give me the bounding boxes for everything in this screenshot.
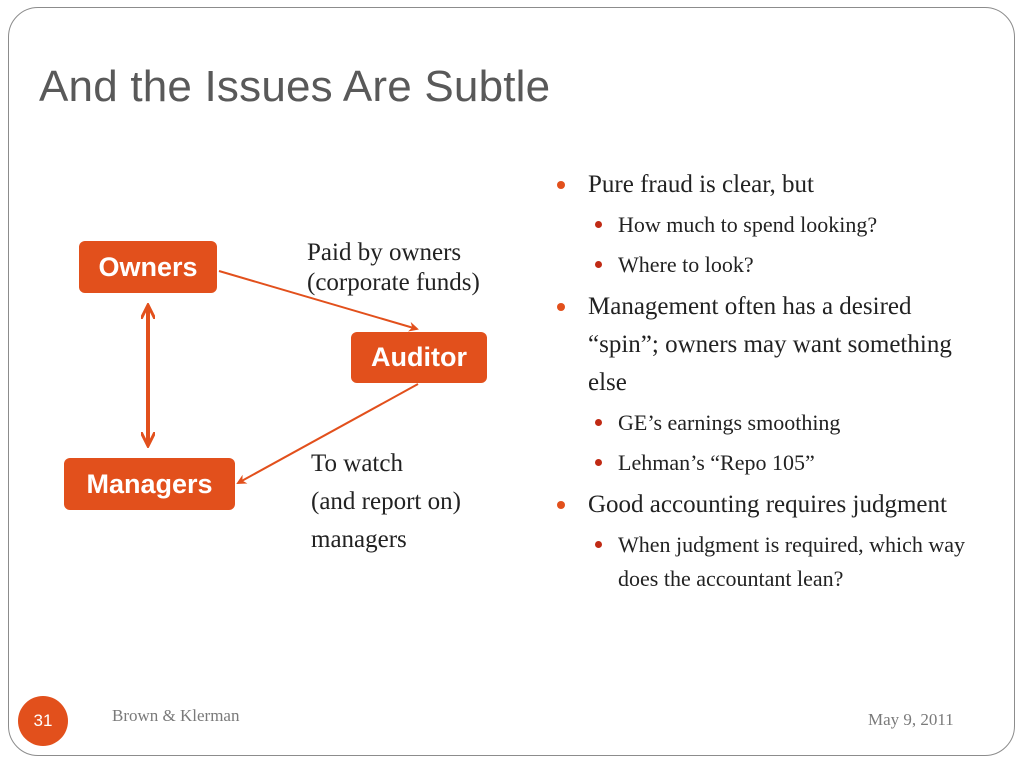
to-watch-line: managers [311, 526, 407, 553]
sub-bullet-item: How much to spend looking? [555, 208, 975, 242]
sub-bullet-item: GE’s earnings smoothing [555, 406, 975, 440]
to-watch-label: To watch (and report on) managers [311, 445, 461, 559]
to-watch-line: To watch [311, 450, 403, 477]
to-watch-line: (and report on) [311, 488, 461, 515]
bullet-item: Good accounting requires judgment [555, 486, 975, 524]
slide-number-badge: 31 [18, 696, 68, 746]
paid-by-label: Paid by owners (corporate funds) [307, 238, 480, 298]
auditor-box: Auditor [351, 332, 487, 383]
slide-title: And the Issues Are Subtle [39, 62, 551, 111]
footer-author: Brown & Klerman [112, 706, 240, 725]
sub-bullet-item: Where to look? [555, 248, 975, 282]
owners-box: Owners [79, 241, 217, 293]
sub-bullet-item: When judgment is required, which way doe… [555, 528, 975, 596]
slide-frame [8, 7, 1015, 756]
managers-box: Managers [64, 458, 235, 510]
owners-to-auditor-arrow [218, 270, 419, 332]
auditor-to-managers-arrow [236, 383, 419, 484]
bullet-list: Pure fraud is clear, but How much to spe… [555, 166, 975, 596]
paid-by-line: Paid by owners [307, 239, 462, 266]
bullet-item: Pure fraud is clear, but [555, 166, 975, 204]
footer-date: May 9, 2011 [868, 710, 954, 729]
sub-bullet-item: Lehman’s “Repo 105” [555, 446, 975, 480]
paid-by-line: (corporate funds) [307, 269, 480, 296]
bullet-item: Management often has a desired “spin”; o… [555, 288, 975, 402]
